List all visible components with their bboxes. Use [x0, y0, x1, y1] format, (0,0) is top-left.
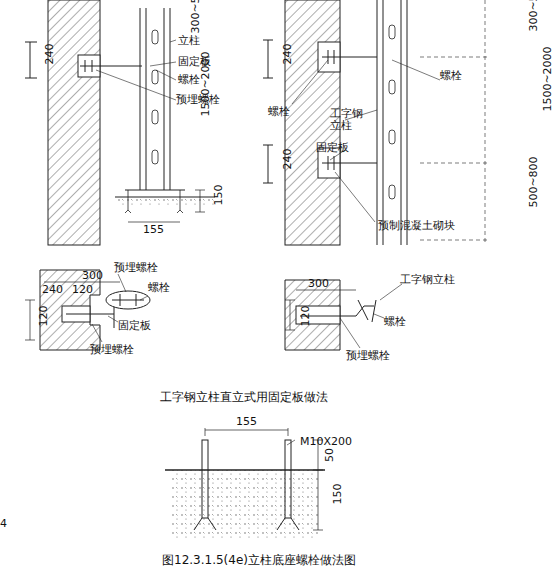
- dimension-label: 150: [331, 483, 343, 504]
- part-label: 螺栓: [178, 74, 200, 86]
- dimension-label: 240: [42, 284, 63, 296]
- dimension-label: 300: [308, 278, 329, 290]
- dimension-label: 500~800: [527, 157, 539, 208]
- dimension-label: 240: [281, 43, 293, 64]
- part-label: 预埋螺栓: [176, 94, 220, 106]
- part-label: 立柱: [178, 35, 200, 47]
- part-label: 预埋螺栓: [346, 350, 390, 362]
- part-label: 工字钢立柱: [400, 274, 455, 286]
- dimension-label: 120: [299, 305, 311, 326]
- part-label: 螺栓: [440, 70, 462, 82]
- dimension-label: 150: [212, 184, 224, 205]
- part-label: 螺栓: [384, 316, 406, 328]
- figure-caption: 图12.3.1.5(4e)立柱底座螺栓做法图: [162, 554, 356, 566]
- part-label: 螺栓: [148, 282, 170, 294]
- dimension-label: 1500~2000: [199, 52, 211, 117]
- dimension-label: 240: [281, 148, 293, 169]
- dimension-label: 1500~2000: [541, 47, 553, 112]
- part-label: M10X200: [300, 436, 352, 448]
- dimension-label: 300~500: [527, 0, 539, 32]
- part-label: 预制混凝土砌块: [378, 220, 455, 232]
- dimension-label: 50: [324, 448, 336, 462]
- section-heading: 工字钢立柱直立式用固定板做法: [160, 391, 328, 403]
- part-label: 工字钢 立柱: [330, 108, 365, 132]
- part-label: 固定板: [118, 320, 151, 332]
- part-label: 预埋螺栓: [114, 262, 158, 274]
- dimension-label: 120: [72, 284, 93, 296]
- dimension-label: 300: [82, 270, 103, 282]
- part-label: 螺栓: [268, 106, 290, 118]
- dimension-label: 120: [37, 305, 49, 326]
- part-label: 固定板: [316, 142, 349, 154]
- dimension-label: 155: [236, 416, 257, 428]
- dimension-label: 300~500: [189, 0, 201, 34]
- dimension-label: 240: [43, 43, 55, 64]
- dimension-label: 155: [143, 224, 164, 236]
- part-label: 预埋螺栓: [90, 344, 134, 356]
- dimension-label: 4: [0, 518, 7, 530]
